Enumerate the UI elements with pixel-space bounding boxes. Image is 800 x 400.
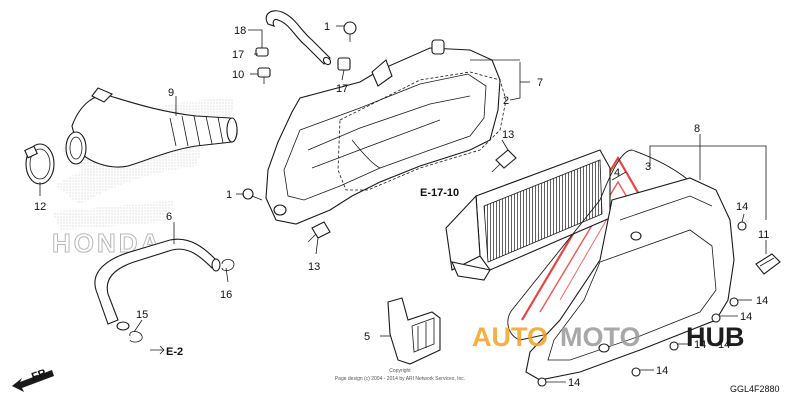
screw-part-14-a [737,221,747,231]
air-cleaner-case-part-2 [265,39,501,225]
callout-6: 6 [166,211,172,223]
callout-14-e: 14 [718,339,730,351]
callouts: 1 1 2 3 4 5 6 7 8 9 10 11 12 13 13 14 14… [34,21,769,389]
label-plate-part-11 [755,253,781,275]
arrow-e-2 [150,345,165,355]
ref-e-17-10: E-17-10 [420,187,459,199]
callout-17-right: 17 [336,83,348,95]
screw-part-14-e [631,367,641,377]
callout-12: 12 [34,201,46,213]
drain-tube-part-6 [94,238,221,331]
callout-16: 16 [220,289,232,301]
callout-8: 8 [694,123,700,135]
ref-e-2: E-2 [166,346,183,358]
callout-1-top: 1 [324,21,330,33]
clip-part-16 [221,259,235,272]
front-direction-arrow: FR. [12,366,54,392]
clip-part-15 [129,331,143,343]
screw-part-14-c [711,313,721,323]
callout-1-lower: 1 [226,189,232,201]
automotohub-logo: AUTO MOTO HUB [472,322,745,352]
callout-10: 10 [232,69,244,81]
intake-duct-part-9 [65,87,238,168]
callout-9: 9 [168,87,174,99]
front-arrow-label: FR. [30,366,51,383]
screw-part-1-top [343,21,357,42]
callout-3: 3 [645,161,651,173]
callout-7: 7 [537,77,543,89]
screw-part-13-lower [307,221,331,243]
callout-14-f: 14 [656,365,668,377]
screw-part-14-d [669,341,679,351]
callout-14-c: 14 [740,311,752,323]
screw-part-14-f [537,377,547,387]
callout-17-left: 17 [232,49,244,61]
logo-hub-text: HUB [686,322,745,352]
leader-lines [39,25,767,383]
callout-2: 2 [503,95,509,107]
callout-5: 5 [364,331,370,343]
logo-moto-text: MOTO [560,322,641,352]
hose-clamp-part-12 [24,143,55,185]
air-cleaner-cover-part-8 [525,177,735,381]
diagram-code: GGL4F2880 [730,384,780,394]
air-filter-element-part-4 [445,149,611,281]
gasket-outline [337,71,507,191]
screw-part-14-b [729,297,739,307]
callout-14-g: 14 [568,377,580,389]
callout-4: 4 [614,167,620,179]
copyright-notice: Page design (c) 2004 - 2014 by ARI Netwo… [335,376,465,382]
callout-13-upper: 13 [502,129,514,141]
copyright-label: Copyright [389,368,411,374]
clip-part-17 [255,47,351,84]
logo-auto-text: AUTO [472,322,548,352]
callout-14-b: 14 [756,295,768,307]
screw-part-13-upper [491,149,517,173]
bracket-part-5 [387,297,441,365]
callout-15: 15 [136,309,148,321]
callout-13-lower: 13 [308,261,320,273]
callout-14-d: 14 [694,339,706,351]
callout-14-a: 14 [736,201,748,213]
callout-18: 18 [234,25,246,37]
screw-part-1-lower [242,188,263,201]
callout-11: 11 [758,229,769,241]
breather-tube-part-18 [265,10,332,66]
